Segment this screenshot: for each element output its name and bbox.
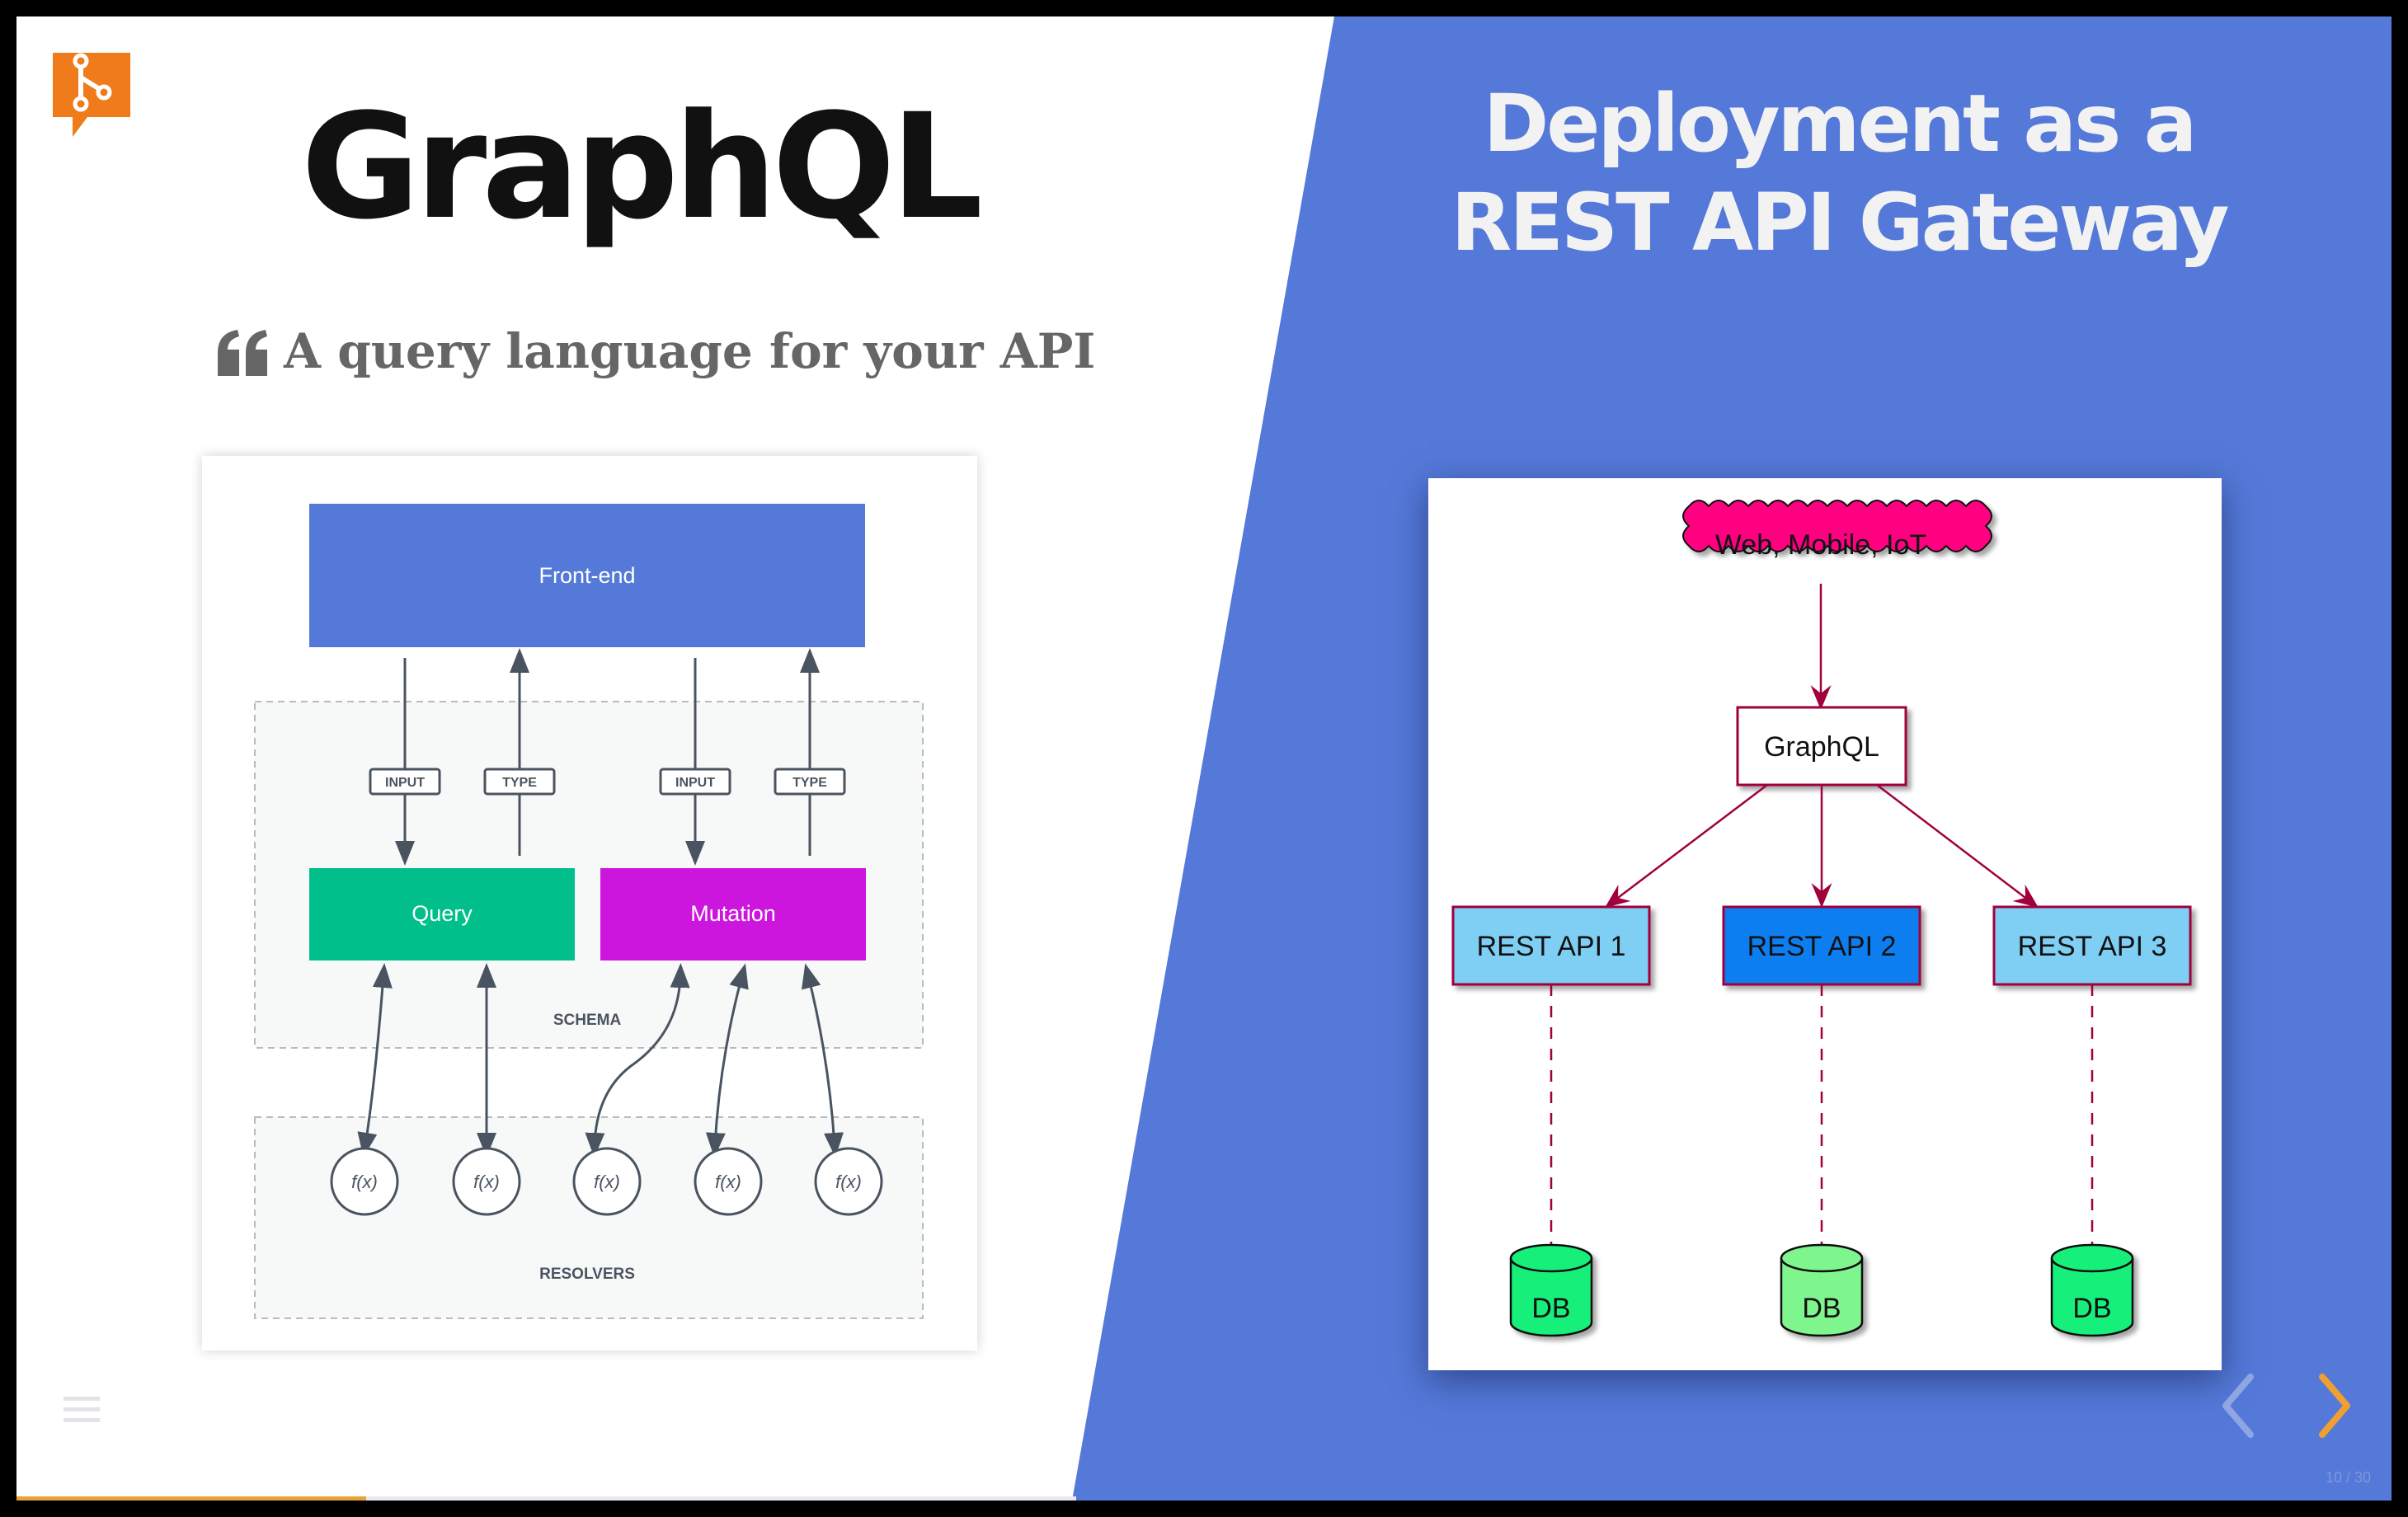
input-tag-1 bbox=[369, 768, 441, 796]
gateway-diagram-canvas: Web, Mobile, IoT GraphQL REST API 1 REST… bbox=[1433, 483, 2215, 1364]
resolver-link-3 bbox=[585, 963, 690, 1158]
progress-bar bbox=[16, 1496, 367, 1501]
type-tag-1 bbox=[483, 768, 556, 796]
resolver-link-4 bbox=[705, 963, 749, 1158]
rest-api-1-label: REST API 1 bbox=[1477, 931, 1626, 962]
edge-graphql-api3 bbox=[1876, 784, 2039, 909]
quote-row: A query language for your API bbox=[214, 313, 1095, 396]
graphql-node-label: GraphQL bbox=[1764, 731, 1879, 763]
resolvers-label: RESOLVERS bbox=[539, 1266, 635, 1283]
chevron-right-icon[interactable] bbox=[2309, 1369, 2359, 1443]
resolver-link-1 bbox=[357, 963, 393, 1158]
slide-title-deployment: Deployment as a REST API Gateway bbox=[1352, 74, 2326, 272]
resolver-2 bbox=[452, 1147, 521, 1216]
db-1-label: DB bbox=[1531, 1293, 1570, 1324]
input-tag-2-label: INPUT bbox=[675, 776, 715, 790]
db-2 bbox=[1780, 1243, 1864, 1337]
slide-title-graphql: GraphQL bbox=[301, 82, 983, 251]
resolver-3-label: f(x) bbox=[594, 1172, 620, 1192]
resolver-link-5 bbox=[801, 963, 844, 1158]
mutation-box bbox=[600, 868, 866, 960]
rest-api-2-label: REST API 2 bbox=[1747, 931, 1897, 962]
rest-api-3-node bbox=[1992, 905, 2192, 986]
resolver-1 bbox=[330, 1147, 399, 1216]
resolver-4 bbox=[694, 1147, 763, 1216]
schema-label: SCHEMA bbox=[553, 1012, 622, 1029]
clients-label: Web, Mobile, IoT bbox=[1715, 529, 1926, 561]
schema-diagram: Front-end INPUT TYPE INPUT TYPE Query Mu… bbox=[254, 504, 924, 1319]
db-2-label: DB bbox=[1802, 1293, 1841, 1324]
title-line-1: Deployment as a bbox=[1483, 77, 2198, 170]
resolver-1-label: f(x) bbox=[351, 1172, 378, 1192]
type-tag-2 bbox=[774, 768, 846, 796]
title-line-2: REST API Gateway bbox=[1451, 176, 2229, 269]
input-tag-1-label: INPUT bbox=[385, 776, 425, 790]
mutation-label: Mutation bbox=[690, 901, 776, 926]
db-3-label: DB bbox=[2072, 1293, 2111, 1324]
graphql-node bbox=[1736, 706, 1907, 787]
query-box bbox=[309, 868, 575, 960]
type-tag-1-label: TYPE bbox=[502, 776, 537, 790]
resolver-2-label: f(x) bbox=[473, 1172, 500, 1192]
progress-track bbox=[16, 1496, 1076, 1501]
page-indicator: 10 / 30 bbox=[2325, 1469, 2371, 1486]
schema-diagram-card: Front-end INPUT TYPE INPUT TYPE Query Mu… bbox=[202, 456, 977, 1350]
rest-api-1-node bbox=[1451, 905, 1651, 986]
resolver-3 bbox=[572, 1147, 642, 1216]
resolvers-region bbox=[254, 1116, 924, 1319]
resolver-5-label: f(x) bbox=[835, 1172, 862, 1192]
resolver-4-label: f(x) bbox=[715, 1172, 741, 1192]
rest-api-2-node bbox=[1722, 905, 1921, 986]
rest-api-3-label: REST API 3 bbox=[2018, 931, 2167, 962]
gateway-diagram-card: Web, Mobile, IoT GraphQL REST API 1 REST… bbox=[1428, 478, 2222, 1370]
clients-cloud bbox=[1682, 500, 1992, 552]
slide: GraphQL A query language for your API De… bbox=[16, 16, 2392, 1501]
db-1 bbox=[1509, 1243, 1593, 1337]
type-tag-2-label: TYPE bbox=[792, 776, 827, 790]
quote-icon bbox=[218, 330, 267, 376]
chevron-left-icon[interactable] bbox=[2214, 1369, 2264, 1443]
hamburger-menu-icon[interactable] bbox=[62, 1393, 103, 1426]
frontend-label: Front-end bbox=[539, 563, 635, 588]
edge-graphql-api1 bbox=[1605, 784, 1768, 909]
quote-text: A query language for your API bbox=[284, 323, 1096, 379]
query-label: Query bbox=[412, 901, 473, 926]
gateway-diagram: Web, Mobile, IoT GraphQL REST API 1 REST… bbox=[1451, 500, 2192, 1337]
git-branch-chat-icon bbox=[53, 53, 130, 137]
db-3 bbox=[2050, 1243, 2134, 1337]
frontend-box bbox=[309, 504, 865, 647]
resolver-5 bbox=[814, 1147, 883, 1216]
input-tag-2 bbox=[659, 768, 731, 796]
